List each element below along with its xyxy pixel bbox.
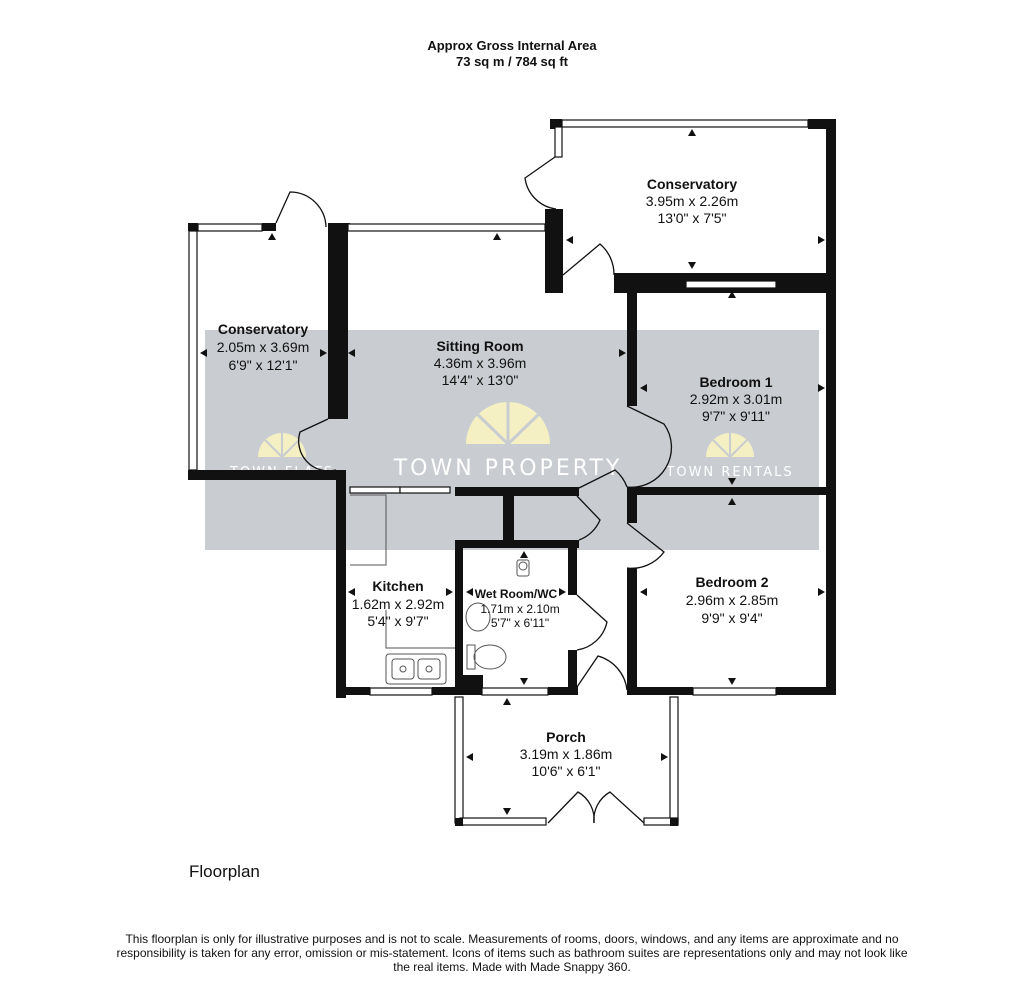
room-metric: 2.05m x 3.69m	[217, 339, 310, 355]
room-metric: 2.96m x 2.85m	[686, 592, 779, 608]
room-name: Sitting Room	[436, 338, 523, 354]
room-name: Conservatory	[218, 321, 308, 337]
disclaimer: This floorplan is only for illustrative …	[116, 932, 908, 974]
watermark-logo-right	[706, 433, 754, 458]
room-metric: 3.19m x 1.86m	[520, 746, 613, 762]
floor-label: Floorplan	[189, 862, 260, 881]
room-imperial: 14'4" x 13'0"	[442, 372, 519, 388]
door-swings	[275, 156, 673, 824]
area-title: Approx Gross Internal Area	[427, 38, 597, 53]
room-name: Kitchen	[372, 578, 423, 594]
room-name: Bedroom 2	[695, 574, 768, 590]
room-imperial: 6'9" x 12'1"	[229, 357, 298, 373]
dimension-arrows	[200, 129, 825, 815]
watermark-logo-left	[258, 433, 306, 458]
room-metric: 2.92m x 3.01m	[690, 391, 783, 407]
room-bedroom-1: Bedroom 1 2.92m x 3.01m 9'7" x 9'11"	[690, 374, 783, 424]
room-bedroom-2: Bedroom 2 2.96m x 2.85m 9'9" x 9'4"	[686, 574, 779, 626]
room-metric: 3.95m x 2.26m	[646, 193, 739, 209]
room-name: Porch	[546, 729, 586, 745]
porch-walls	[455, 818, 678, 826]
watermark-right-text: TOWN RENTALS	[665, 465, 793, 480]
room-name: Bedroom 1	[699, 374, 772, 390]
room-name: Conservatory	[647, 176, 737, 192]
room-metric: 1.62m x 2.92m	[352, 596, 445, 612]
room-conservatory-left: Conservatory 2.05m x 3.69m 6'9" x 12'1"	[217, 321, 310, 373]
room-imperial: 5'7" x 6'11"	[491, 616, 549, 630]
room-imperial: 9'7" x 9'11"	[702, 408, 770, 424]
room-metric: 4.36m x 3.96m	[434, 355, 527, 371]
watermark-logo-center	[466, 402, 550, 446]
bathroom-fixtures	[465, 559, 530, 670]
room-wet-room: Wet Room/WC 1.71m x 2.10m 5'7" x 6'11"	[475, 587, 560, 630]
room-imperial: 13'0" x 7'5"	[658, 210, 727, 226]
room-name: Wet Room/WC	[475, 587, 558, 601]
windows	[188, 119, 809, 826]
room-sitting-room: Sitting Room 4.36m x 3.96m 14'4" x 13'0"	[434, 338, 527, 388]
room-porch: Porch 3.19m x 1.86m 10'6" x 6'1"	[520, 729, 613, 779]
room-kitchen: Kitchen 1.62m x 2.92m 5'4" x 9'7"	[352, 578, 445, 629]
kitchen-fixtures	[350, 494, 455, 685]
room-imperial: 9'9" x 9'4"	[701, 610, 762, 626]
room-metric: 1.71m x 2.10m	[480, 602, 559, 616]
room-conservatory-top: Conservatory 3.95m x 2.26m 13'0" x 7'5"	[646, 176, 739, 226]
watermark-center-text: TOWN PROPERTY	[393, 456, 623, 481]
room-imperial: 5'4" x 9'7"	[367, 613, 428, 629]
area-value: 73 sq m / 784 sq ft	[456, 54, 568, 69]
room-imperial: 10'6" x 6'1"	[532, 763, 601, 779]
